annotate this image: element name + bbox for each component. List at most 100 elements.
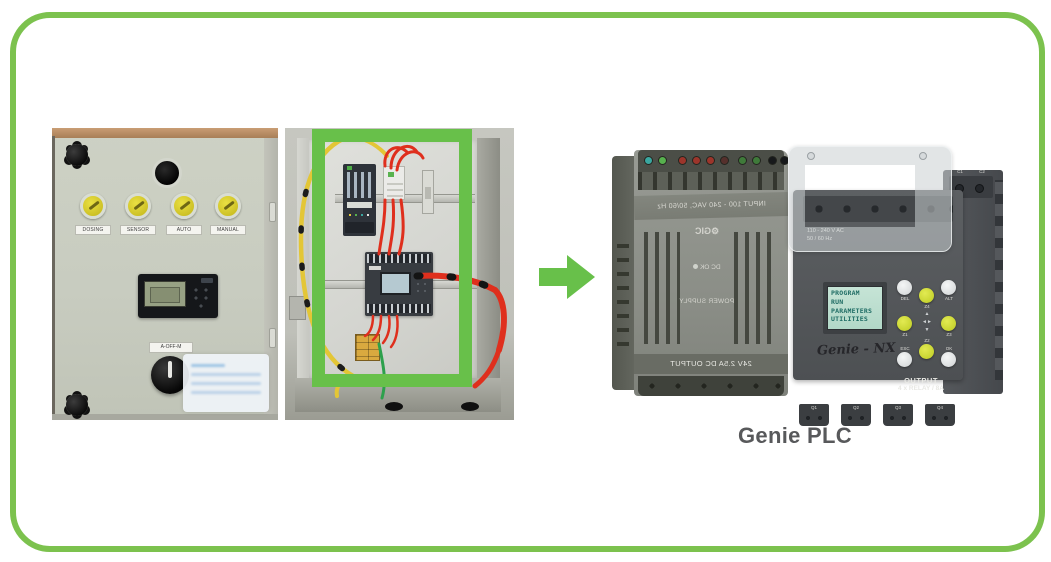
ps-output-label: 24V 2.5A DC OUTPUT xyxy=(634,354,788,374)
ps-vents-right xyxy=(734,232,778,344)
open-panel-photo xyxy=(285,128,514,420)
panel-bottom-edge xyxy=(52,414,278,420)
q3-terminal: Q3 xyxy=(883,404,913,426)
din-rail-top xyxy=(335,194,475,203)
timer-keys xyxy=(192,286,212,310)
timer-lcd xyxy=(144,281,186,307)
terminal-dot xyxy=(768,156,777,165)
enclosure-right-wall xyxy=(477,138,500,378)
q4-terminal: Q4 xyxy=(925,404,955,426)
plc-mini-label xyxy=(369,266,381,270)
plc-output-label: OUTPUT 4 x RELAY / 8A xyxy=(898,376,944,392)
dc-ok-led xyxy=(693,264,699,269)
terminal-dot xyxy=(644,156,653,165)
cover-screw xyxy=(807,152,815,160)
ps-input-label: INPUT 100 - 240 VAC, 50/60 Hz xyxy=(634,191,788,221)
ps-side-panel xyxy=(612,156,634,390)
gland-hole-right xyxy=(461,402,479,411)
selector-label: A-OFF-M xyxy=(149,342,193,353)
arrow-down-icon: ▼ xyxy=(924,327,930,333)
ps-terminals xyxy=(345,222,374,233)
door-latch-knob-top xyxy=(66,144,88,166)
ps-vent-stripes xyxy=(347,172,372,198)
gic-logo: ⚙GIC xyxy=(694,226,720,236)
plc-mini-lcd xyxy=(380,272,411,295)
panel-wood-frame xyxy=(52,128,278,138)
terminal-screw xyxy=(975,184,984,193)
ps-status-dots xyxy=(347,212,372,218)
timer-brand-badge xyxy=(201,278,213,283)
ok-button xyxy=(941,352,956,367)
power-led xyxy=(347,166,352,170)
blurred-sticker xyxy=(183,354,269,412)
genie-plc-product-photo: C1 C2 110 - 240 V AC 50 / 60 Hz xyxy=(788,142,1008,426)
manual-label: MANUAL xyxy=(210,225,246,235)
gear-icon: ⚙ xyxy=(710,226,720,236)
rotary-selector-switch xyxy=(151,356,189,394)
installed-plc xyxy=(365,252,433,316)
terminal-dot xyxy=(706,156,715,165)
hinge-bottom xyxy=(269,328,276,348)
alt-button xyxy=(941,280,956,295)
timer-controller-display xyxy=(138,274,218,318)
relay-led xyxy=(388,172,394,177)
plc-heatsink-fins xyxy=(995,180,1003,380)
del-button xyxy=(897,280,912,295)
esc-button xyxy=(897,352,912,367)
highlight-box xyxy=(312,129,472,387)
ps-front-face: INPUT 100 - 240 VAC, 50/60 Hz ⚙GIC DC OK… xyxy=(634,150,788,396)
door-latch-knob-bottom xyxy=(66,394,88,416)
terminal-dot xyxy=(752,156,761,165)
z4-button xyxy=(919,288,934,303)
plc-keypad: DEL Z4 ALT Z1 ▲ ◄► ▼ Z3 ESC Z2 xyxy=(895,278,959,374)
closed-panel-photo: DOSING SENSOR AUTO MANUAL A-OFF-M xyxy=(52,128,278,420)
ps-label xyxy=(347,202,372,208)
q1-terminal: Q1 xyxy=(799,404,829,426)
ps-vents-left xyxy=(644,232,680,344)
green-rounded-border xyxy=(10,12,1045,552)
genie-nx-logo: Genie - NX xyxy=(816,340,896,359)
terminal-dot xyxy=(658,156,667,165)
arrow-left-icon: ◄ xyxy=(922,319,927,325)
gland-hole-left xyxy=(385,402,403,411)
dosing-button xyxy=(80,193,106,219)
plc-bottom-terminals xyxy=(367,304,431,313)
hinge-top xyxy=(269,202,276,222)
terminal-dot xyxy=(678,156,687,165)
plc-lcd-screen: PROGRAM RUN PARAMETERS UTILITIES xyxy=(827,286,883,330)
q2-terminal: Q2 xyxy=(841,404,871,426)
sensor-button xyxy=(125,193,151,219)
panel-left-edge xyxy=(52,136,55,420)
power-supply-product-photo: INPUT 100 - 240 VAC, 50/60 Hz ⚙GIC DC OK… xyxy=(612,150,788,396)
ps-vent-area: ⚙GIC DC OK POWER SUPPLY xyxy=(634,220,788,352)
z1-button xyxy=(897,316,912,331)
ps-top-terminal-block xyxy=(638,150,788,172)
terminal-dot xyxy=(738,156,747,165)
side-junction-block xyxy=(289,296,306,320)
relay-body-lines xyxy=(387,181,403,197)
terminal-dot xyxy=(692,156,701,165)
ps-name-label: POWER SUPPLY xyxy=(679,298,735,305)
plc-top-terminals xyxy=(367,254,431,263)
ps-terminal-screws xyxy=(638,172,784,190)
manual-button xyxy=(215,193,241,219)
ps-side-vents xyxy=(617,236,629,346)
z2-button xyxy=(919,344,934,359)
arrow-right-icon xyxy=(539,255,595,299)
panel-power-supply xyxy=(343,164,376,236)
arrow-up-icon: ▲ xyxy=(924,311,930,317)
dosing-label: DOSING xyxy=(75,225,111,235)
buzzer-indicator xyxy=(152,158,182,188)
sensor-label: SENSOR xyxy=(120,225,156,235)
plc-main-body: 110 - 240 V AC 50 / 60 Hz PROGRAM RUN PA… xyxy=(788,146,963,426)
plc-transparent-cover xyxy=(788,146,952,252)
ps-dc-ok-label: DC OK xyxy=(682,264,732,271)
nav-arrows-icon: ▲ ◄► ▼ xyxy=(919,310,935,340)
fuse-holder xyxy=(422,170,434,214)
auto-button xyxy=(171,193,197,219)
terminal-dot xyxy=(720,156,729,165)
terminal-dot xyxy=(780,156,788,165)
caption: Genie PLC xyxy=(738,423,852,448)
relay-module xyxy=(383,166,405,200)
